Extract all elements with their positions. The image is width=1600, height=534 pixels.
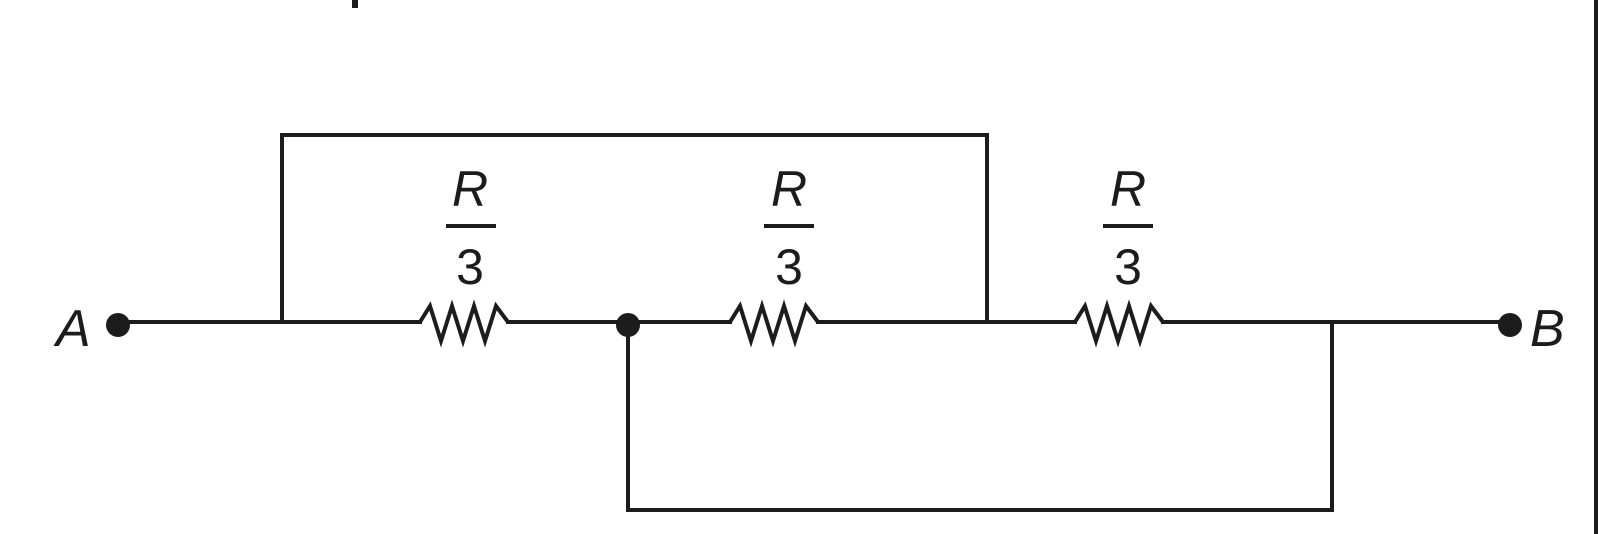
terminal-b-label: B [1530, 300, 1565, 358]
resistor-2-zigzag [728, 299, 820, 348]
resistor-1-denominator: 3 [456, 239, 484, 295]
cropped-text-fragment [352, 0, 358, 8]
resistor-1-label: R 3 [446, 161, 496, 295]
terminal-a-dot [106, 313, 130, 337]
junction-dot [616, 313, 640, 337]
resistor-3-zigzag [1073, 299, 1165, 348]
terminal-b-dot [1498, 313, 1522, 337]
resistor-3-label: R 3 [1103, 161, 1153, 295]
terminal-a-label: A [53, 300, 91, 358]
resistor-2-denominator: 3 [775, 239, 803, 295]
resistor-3-numerator: R [1110, 161, 1146, 217]
bottom-bypass-wire [626, 320, 1334, 512]
resistor-2-label: R 3 [764, 161, 814, 295]
resistor-3-denominator: 3 [1114, 239, 1142, 295]
resistor-2-numerator: R [771, 161, 807, 217]
top-bypass-wire [280, 133, 989, 324]
resistor-1-numerator: R [452, 161, 488, 217]
resistor-1-zigzag [418, 299, 510, 348]
